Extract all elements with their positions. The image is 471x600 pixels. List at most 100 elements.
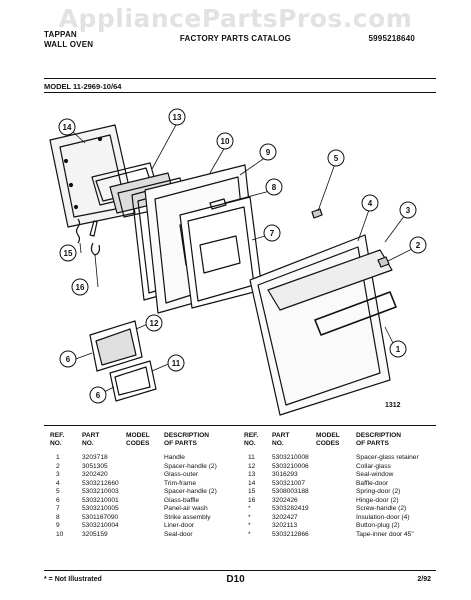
callout-14: 14: [63, 123, 72, 132]
ref-cell: 6: [56, 496, 60, 504]
part-number-cell: 3202420: [82, 471, 108, 478]
callout-8: 8: [272, 183, 277, 192]
description-cell: Spacer-glass retainer: [356, 454, 419, 461]
catalog-title: FACTORY PARTS CATALOG: [179, 34, 292, 43]
ref-cell: 12: [248, 462, 256, 470]
description-cell: Hinge-door (2): [356, 496, 399, 504]
catalog-number: 5995218640: [368, 34, 415, 43]
figure-id: 1312: [385, 402, 401, 409]
description-cell: Seal-window: [356, 471, 394, 478]
table-row: 9 5303210004 Liner-door: [44, 522, 436, 530]
table-row: 5 5303210003 Spacer-handle (2): [44, 488, 436, 496]
ref-cell: 14: [248, 479, 256, 487]
brand-block: TAPPAN WALL OVEN: [44, 30, 93, 50]
callout-16: 16: [76, 283, 85, 292]
ref-cell: 2: [56, 462, 60, 470]
callout-15: 15: [64, 249, 73, 258]
ref-cell: 13: [248, 471, 256, 478]
exploded-diagram: 14 13 10 9 8 7 4 5 3 2 1 15 16 12 6 11 6: [49, 108, 427, 416]
watermark: AppliancePartsPros.com: [58, 4, 413, 33]
part-number-cell: 5303210004: [82, 522, 119, 529]
strike-part: [209, 198, 227, 210]
part-number-cell: 3202426: [272, 496, 298, 504]
part-number-cell: 3051305: [82, 462, 108, 470]
description-cell: Glass-baffle: [164, 496, 200, 504]
part-number-cell: 5303210003: [82, 488, 119, 495]
ref-cell: 16: [248, 496, 256, 504]
part-number-cell: 5301167090: [82, 513, 119, 521]
description-cell: Seal-door: [164, 530, 193, 538]
description-cell: Glass-outer: [164, 471, 199, 478]
description-cell: Strike assembly: [164, 513, 211, 521]
description-cell: Baffle-door: [356, 479, 389, 487]
ref-cell: 1: [56, 454, 60, 461]
ref-cell: *: [248, 530, 251, 538]
collar-glass-part: [89, 320, 143, 372]
description-cell: Collar-glass: [356, 462, 391, 470]
ref-cell: 7: [56, 505, 60, 512]
description-cell: Spacer-handle (2): [164, 488, 217, 495]
table-row: 6 5303210001 Glass-baffle: [44, 497, 436, 505]
table-row: 13 3016293 Seal-window: [44, 471, 436, 479]
ref-cell: 9: [56, 522, 60, 529]
description-cell: Panel-air wash: [164, 505, 208, 512]
callout-6b: 6: [96, 391, 101, 400]
callout-1: 1: [396, 345, 401, 354]
description-cell: Liner-door: [164, 522, 195, 529]
callout-6a: 6: [66, 355, 71, 364]
ref-cell: 3: [56, 471, 60, 478]
ref-cell: 5: [56, 488, 60, 495]
part-number-cell: 5303210001: [82, 496, 119, 504]
description-cell: Button-plug (2): [356, 522, 400, 529]
model-label: MODEL 11-2969-10/64: [44, 82, 122, 91]
revision-date: 2/92: [417, 576, 431, 583]
part-number-cell: 3203718: [82, 454, 108, 461]
callout-9: 9: [266, 148, 271, 157]
brand-name: TAPPAN: [44, 30, 77, 39]
model-rule: [44, 92, 436, 93]
ref-cell: *: [248, 505, 251, 512]
table-row: 7 5303210005 Panel-air wash: [44, 505, 436, 513]
table-row: 1 3203718 Handle: [44, 454, 436, 462]
part-number-cell: 3202113: [272, 522, 298, 529]
part-number-cell: 5303210008: [272, 454, 309, 461]
ref-cell: 4: [56, 479, 60, 487]
part-number-cell: 5303212660: [82, 479, 119, 487]
part-number-cell: 530321007: [272, 479, 306, 487]
spacer-handle-part: [377, 256, 390, 268]
callout-10: 10: [221, 137, 230, 146]
leader-lines: [72, 122, 417, 394]
product-type: WALL OVEN: [44, 40, 94, 49]
ref-cell: *: [248, 513, 251, 521]
part-number-cell: 5308003188: [272, 488, 309, 495]
description-cell: Trim-frame: [164, 479, 196, 487]
part-number-cell: 3205159: [82, 530, 108, 538]
table-row: 3 3202420 Glass-outer: [44, 471, 436, 479]
callout-12: 12: [150, 319, 159, 328]
part-number-cell: 5303210005: [82, 505, 119, 512]
description-cell: Handle: [164, 454, 185, 461]
footer-rule: [44, 570, 436, 571]
part-number-cell: 3202427: [272, 513, 298, 521]
callout-4: 4: [368, 199, 373, 208]
footnote: * = Not Illustrated: [44, 576, 102, 583]
description-cell: Spring-door (2): [356, 488, 401, 495]
part-number-cell: 3016293: [272, 471, 298, 478]
table-row: 4 5303212660 Trim-frame: [44, 480, 436, 488]
table-top-rule: [44, 425, 436, 426]
col-ref-left: REF.NO.: [50, 432, 65, 447]
panel-air-wash-part: [179, 196, 263, 309]
